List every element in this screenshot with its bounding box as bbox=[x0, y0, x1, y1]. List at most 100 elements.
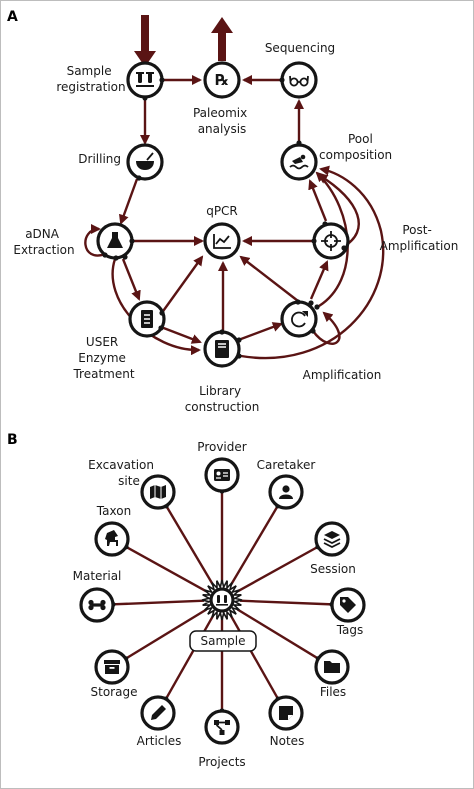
edge-sample-storage bbox=[125, 608, 208, 660]
label-drilling: Drilling bbox=[78, 152, 121, 166]
node-drilling bbox=[126, 143, 164, 181]
edge-user-library bbox=[160, 325, 202, 344]
label-pool-composition: Pool composition bbox=[319, 132, 392, 162]
label-session: Session bbox=[310, 562, 356, 576]
sample-hub bbox=[201, 579, 243, 621]
output-arrow-head bbox=[211, 17, 233, 33]
mortar-pestle-icon bbox=[136, 152, 154, 170]
node-files bbox=[314, 649, 350, 685]
panel-a-label: A bbox=[7, 9, 18, 25]
flask-icon bbox=[107, 232, 123, 248]
input-arrow-head bbox=[134, 51, 156, 67]
node-adna-extraction bbox=[96, 222, 134, 260]
glasses-icon bbox=[289, 75, 309, 87]
edge-sample-session bbox=[237, 545, 319, 593]
vials-icon bbox=[216, 595, 228, 606]
redo-icon bbox=[291, 311, 308, 328]
folder-icon bbox=[324, 661, 340, 673]
label-taxon: Taxon bbox=[96, 504, 131, 518]
node-provider bbox=[204, 457, 240, 493]
label-material: Material bbox=[73, 569, 122, 583]
label-post-amplification: Post- Amplification bbox=[380, 223, 459, 253]
label-excavation-site: Excavation site bbox=[88, 458, 158, 488]
prescription-icon: ℞ bbox=[215, 71, 228, 89]
edge-library-pool bbox=[240, 165, 385, 360]
label-projects: Projects bbox=[198, 755, 245, 769]
bone-icon bbox=[88, 599, 106, 611]
label-sequencing: Sequencing bbox=[265, 41, 335, 55]
archive-icon bbox=[104, 660, 120, 674]
layers-icon bbox=[323, 531, 341, 549]
vials-icon bbox=[136, 72, 154, 87]
node-notes bbox=[268, 695, 304, 731]
workflow-edges bbox=[84, 15, 385, 360]
sample-label-box bbox=[189, 630, 257, 652]
node-caretaker bbox=[268, 474, 304, 510]
project-diagram-icon bbox=[214, 720, 230, 735]
user-icon bbox=[279, 485, 293, 499]
node-paleomix-analysis: ℞ bbox=[203, 61, 241, 99]
pencil-icon bbox=[151, 705, 166, 720]
edge-post-pool bbox=[308, 179, 328, 222]
node-session bbox=[314, 521, 350, 557]
node-tags bbox=[330, 587, 366, 623]
edge-amp-qpcr bbox=[239, 255, 299, 302]
label-adna-extraction: aDNA Extraction bbox=[13, 227, 74, 257]
map-icon bbox=[150, 485, 166, 499]
node-sequencing bbox=[280, 61, 318, 99]
edge-sample-files bbox=[236, 608, 319, 660]
node-excavation-site bbox=[140, 474, 176, 510]
edge-sample-caretaker bbox=[230, 505, 279, 586]
scroll-icon bbox=[141, 310, 153, 328]
edge-sample-tags bbox=[239, 599, 333, 606]
node-qpcr bbox=[203, 222, 241, 260]
crosshairs-icon bbox=[321, 231, 341, 251]
workflow-junction-dots bbox=[102, 77, 347, 359]
edge-post-pool-outer bbox=[317, 173, 360, 249]
label-sample-registration: Sample registration bbox=[56, 64, 125, 94]
edge-user-qpcr bbox=[160, 255, 204, 315]
node-sample-registration bbox=[126, 61, 164, 99]
swimmer-icon bbox=[289, 154, 309, 170]
edge-sample-articles bbox=[164, 615, 215, 700]
edge-extraction-user bbox=[121, 258, 141, 301]
panel-b-label: B bbox=[7, 432, 18, 448]
sample-label: Sample bbox=[201, 634, 246, 648]
edge-amp-self bbox=[312, 311, 341, 345]
edge-sample-taxon bbox=[125, 545, 207, 593]
id-card-icon bbox=[214, 469, 230, 481]
node-post-amplification bbox=[312, 222, 350, 260]
label-qpcr: qPCR bbox=[206, 204, 238, 218]
label-storage: Storage bbox=[91, 685, 138, 699]
node-pool-composition bbox=[280, 143, 318, 181]
line-chart-icon bbox=[213, 234, 231, 249]
edge-sample-notes bbox=[229, 615, 280, 700]
node-storage bbox=[94, 649, 130, 685]
book-icon bbox=[215, 340, 229, 358]
edge-extraction-self bbox=[84, 223, 106, 257]
node-user-enzyme-treatment bbox=[128, 300, 166, 338]
node-material bbox=[79, 587, 115, 623]
edge-amp-post bbox=[309, 260, 329, 300]
edge-drilling-extraction bbox=[119, 178, 139, 225]
label-user-enzyme-treatment: USER Enzyme Treatment bbox=[72, 335, 134, 381]
label-articles: Articles bbox=[137, 734, 182, 748]
edge-sample-excavation-site bbox=[165, 505, 214, 586]
label-tags: Tags bbox=[336, 623, 364, 637]
tags-icon bbox=[340, 597, 356, 613]
label-paleomix-analysis: Paleomix analysis bbox=[193, 106, 251, 136]
label-notes: Notes bbox=[270, 734, 305, 748]
label-amplification: Amplification bbox=[303, 368, 382, 382]
node-library-construction bbox=[203, 330, 241, 368]
sticky-note-icon bbox=[279, 706, 293, 720]
edge-library-amp bbox=[240, 322, 283, 341]
label-files: Files bbox=[320, 685, 346, 699]
node-projects bbox=[204, 709, 240, 745]
label-library-construction: Library construction bbox=[185, 384, 260, 414]
horse-icon bbox=[105, 530, 118, 546]
label-provider: Provider bbox=[197, 440, 246, 454]
node-articles bbox=[140, 695, 176, 731]
node-taxon bbox=[94, 521, 130, 557]
